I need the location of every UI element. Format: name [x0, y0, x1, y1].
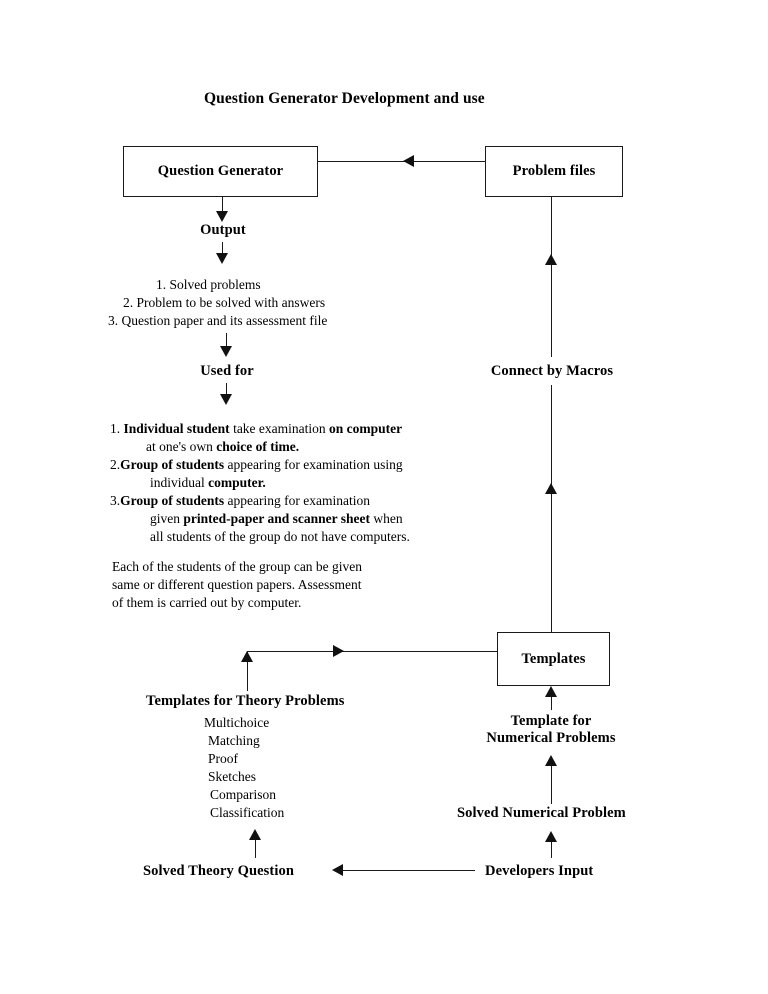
label-used-for: Used for: [200, 363, 254, 379]
list-item: 3. Question paper and its assessment fil…: [108, 313, 328, 328]
arrowhead-up-to-macros: [545, 483, 557, 494]
arrowhead-down-to-usedfor: [220, 346, 232, 357]
connector-solvednumerical-to-numericaltemplate: [551, 757, 553, 804]
label-developers-input: Developers Input: [485, 863, 594, 879]
list-item: Comparison: [210, 787, 276, 802]
arrowhead-down-to-output-list: [216, 253, 228, 264]
box-templates[interactable]: Templates: [497, 632, 610, 686]
list-item-number: 3.: [110, 493, 121, 508]
list-item-text: individual: [150, 475, 209, 490]
list-item-text: computer.: [208, 475, 266, 490]
label-output: Output: [200, 222, 246, 238]
connector-developersinput-to-solvednumerical: [551, 833, 553, 858]
list-item-text: on computer: [329, 421, 403, 436]
list-item-text: at one's own: [146, 439, 217, 454]
paragraph-line: same or different question papers. Asses…: [112, 577, 362, 592]
connector-developersinput-to-theoryquestion: [340, 870, 475, 872]
list-item-text: appearing for examination: [224, 493, 370, 508]
arrowhead-left-to-theory-question: [332, 864, 343, 876]
arrowhead-up-to-problem-files: [545, 254, 557, 265]
connector-numericaltemplate-to-templates: [551, 688, 553, 710]
list-item-text: given: [150, 511, 184, 526]
label-templates-for-theory-problems: Templates for Theory Problems: [146, 693, 345, 709]
paragraph-line: of them is carried out by computer.: [112, 595, 302, 610]
list-item-number: 1.: [110, 421, 121, 436]
list-item-text: Group of students: [120, 457, 225, 472]
label-solved-theory-question: Solved Theory Question: [143, 863, 294, 879]
arrowhead-up-to-numerical-template: [545, 755, 557, 766]
label-template-for-numerical-problems: Template for Numerical Problems: [451, 713, 651, 747]
arrowhead-up-to-theory-list: [249, 829, 261, 840]
label-connect-by-macros: Connect by Macros: [490, 363, 614, 379]
list-item: Proof: [208, 751, 238, 766]
list-item: 2.Group of students appearing for examin…: [110, 456, 510, 492]
connector-usedfor-to-usagelist: [226, 383, 228, 396]
list-item: Classification: [210, 805, 285, 820]
connector-macros-lower: [551, 385, 553, 632]
connector-list-to-usedfor: [226, 333, 228, 348]
arrowhead-left-to-generator: [403, 155, 414, 167]
list-item-text: take examination: [229, 421, 330, 436]
list-item-text: Individual student: [123, 421, 230, 436]
arrowhead-down-to-usagelist: [220, 394, 232, 405]
list-item-number: 2.: [110, 457, 121, 472]
connector-output-to-list: [222, 242, 224, 255]
label-line: Numerical Problems: [486, 730, 616, 746]
list-item: 1. Solved problems: [156, 277, 261, 292]
connector-macros-upper: [551, 197, 553, 357]
list-item: 3.Group of students appearing for examin…: [110, 492, 510, 546]
list-item: Sketches: [208, 769, 256, 784]
output-list: 1. Solved problems 2. Problem to be solv…: [108, 276, 408, 330]
list-item-text: printed-paper and scanner sheet: [183, 511, 371, 526]
list-item-text: when: [370, 511, 403, 526]
page-title: Question Generator Development and use: [204, 90, 485, 107]
arrowhead-up-to-solved-numerical: [545, 831, 557, 842]
box-problem-files[interactable]: Problem files: [485, 146, 623, 197]
list-item-text: Group of students: [120, 493, 225, 508]
list-item: 2. Problem to be solved with answers: [123, 295, 326, 310]
box-question-generator[interactable]: Question Generator: [123, 146, 318, 197]
connector-generator-to-output: [222, 197, 224, 213]
theory-template-types-list: Multichoice Matching Proof Sketches Comp…: [204, 714, 404, 822]
assessment-paragraph: Each of the students of the group can be…: [112, 558, 452, 612]
label-line: Template for: [510, 713, 592, 729]
used-for-list: 1. Individual student take examination o…: [110, 420, 510, 546]
arrowhead-up-to-templates-box: [545, 686, 557, 697]
label-solved-numerical-problem: Solved Numerical Problem: [457, 805, 626, 821]
list-item-text: all students of the group do not have co…: [150, 529, 410, 544]
paragraph-line: Each of the students of the group can be…: [112, 559, 363, 574]
list-item: Matching: [208, 733, 260, 748]
connector-theoryquestion-to-list: [255, 831, 257, 858]
connector-templates-to-theory: [247, 651, 497, 653]
arrowhead-right-on-templates-branch: [333, 645, 344, 657]
list-item: Multichoice: [204, 715, 270, 730]
list-item-text: appearing for examination using: [224, 457, 403, 472]
connector-problemfiles-to-generator: [318, 161, 485, 163]
arrowhead-up-to-templates-branch: [241, 651, 253, 662]
list-item: 1. Individual student take examination o…: [110, 420, 510, 456]
list-item-text: choice of time.: [216, 439, 300, 454]
arrowhead-down-to-output: [216, 211, 228, 222]
connector-theory-templates-riser: [247, 651, 249, 691]
